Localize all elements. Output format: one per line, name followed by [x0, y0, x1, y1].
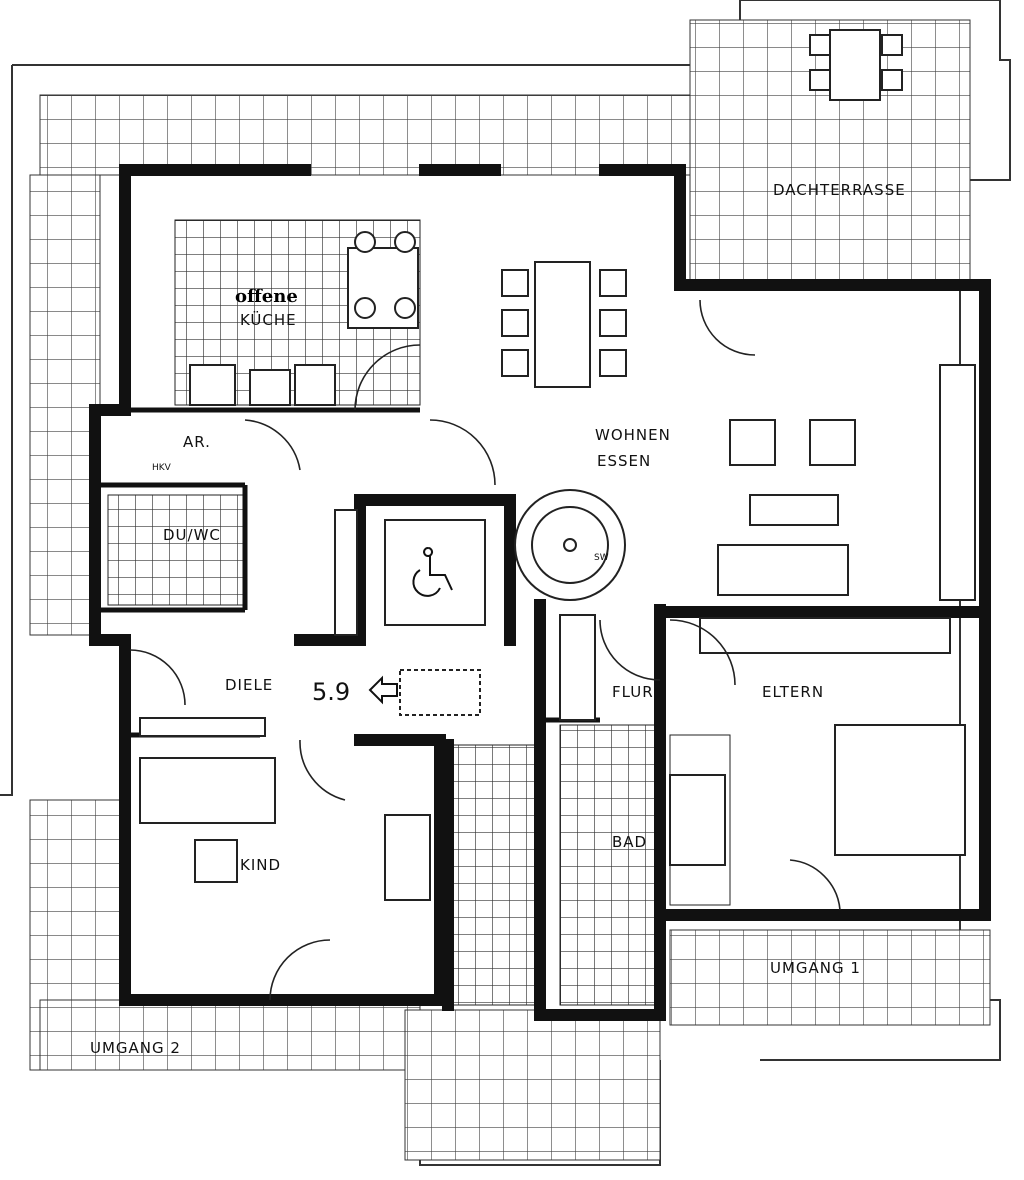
hall-label: DIELE — [225, 676, 273, 694]
living-label: WOHNEN — [595, 426, 671, 444]
spiral-stair — [514, 489, 626, 601]
dining-label: ESSEN — [597, 452, 651, 470]
spiral-stair-label: SW — [594, 553, 609, 563]
outer-terrace — [0, 0, 1011, 1166]
stairs — [449, 744, 539, 1006]
kid-sofa — [139, 757, 276, 824]
bath-tiles — [559, 724, 661, 1006]
heating-label: HKV — [152, 463, 172, 473]
bed — [834, 724, 966, 856]
roof-terrace-label: DACHTERRASSE — [773, 181, 906, 199]
kitchen-prefix-label: offene — [235, 286, 298, 307]
walkway-1-label: UMGANG 1 — [770, 959, 861, 977]
arrow-icon — [368, 675, 398, 705]
level-marker: 5.9 — [312, 678, 350, 706]
child-label: KIND — [240, 856, 281, 874]
furniture — [139, 29, 976, 901]
shower-wc-label: DU/WC — [163, 526, 221, 544]
corridor-label: FLUR — [612, 683, 654, 701]
lift — [384, 519, 486, 626]
shower-tiles — [107, 494, 244, 606]
storage-label: AR. — [183, 433, 211, 451]
dining-table — [534, 261, 591, 388]
parents-label: ELTERN — [762, 683, 824, 701]
kitchen-label: KÜCHE — [240, 310, 297, 329]
bath-label: BAD — [612, 833, 647, 851]
wheelchair-icon — [412, 547, 453, 597]
walkway-2-label: UMGANG 2 — [90, 1039, 181, 1057]
sofa — [717, 544, 849, 596]
terrace-table — [829, 29, 881, 101]
doors — [129, 299, 841, 1001]
